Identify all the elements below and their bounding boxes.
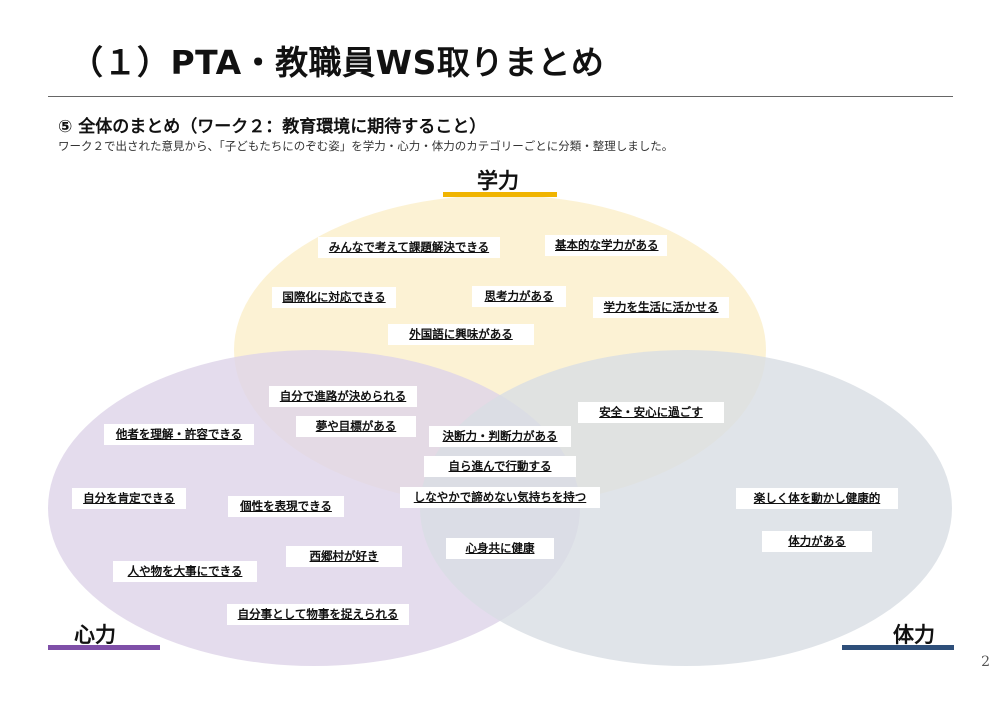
item-gaikoku: 外国語に興味がある [388,324,534,345]
page-number: 2 [981,654,990,670]
page-title: （１）PTA・教職員WS取りまとめ [70,43,605,82]
category-label-gakuryoku: 学力 [477,169,519,193]
title-divider [48,96,953,97]
item-kokusai: 国際化に対応できる [272,287,396,308]
item-kosei: 個性を表現できる [228,496,344,517]
item-tasha: 他者を理解・許容できる [104,424,254,445]
category-bar-shinryoku [48,645,160,650]
item-kihon: 基本的な学力がある [545,235,667,256]
item-shinayaka: しなやかで諦めない気持ちを持つ [400,487,600,508]
item-hito-mono: 人や物を大事にできる [113,561,257,582]
category-label-tairyoku: 体力 [893,623,935,647]
item-nishigomura: 西郷村が好き [286,546,402,567]
item-shinro: 自分で進路が決められる [269,386,417,407]
section-heading: ⑤ 全体のまとめ（ワーク２：教育環境に期待すること） [58,117,487,137]
description-text: ワーク２で出された意見から、「子どもたちにのぞむ姿」を学力・心力・体力のカテゴリ… [58,139,674,153]
item-jibungoto: 自分事として物事を捉えられる [227,604,409,625]
item-jibun-kotei: 自分を肯定できる [72,488,186,509]
item-minna: みんなで考えて課題解決できる [318,237,500,258]
item-shikou: 思考力がある [472,286,566,307]
item-shinshin: 心身共に健康 [446,538,554,559]
category-bar-tairyoku [842,645,954,650]
item-tairyoku-aru: 体力がある [762,531,872,552]
item-tanoshiku: 楽しく体を動かし健康的 [736,488,898,509]
category-bar-gakuryoku [443,192,557,197]
item-yume: 夢や目標がある [296,416,416,437]
item-ketsudan: 決断力・判断力がある [429,426,571,447]
item-anzen: 安全・安心に過ごす [578,402,724,423]
category-label-shinryoku: 心力 [74,623,116,647]
item-mizukara: 自ら進んで行動する [424,456,576,477]
item-seikatsu: 学力を生活に活かせる [593,297,729,318]
